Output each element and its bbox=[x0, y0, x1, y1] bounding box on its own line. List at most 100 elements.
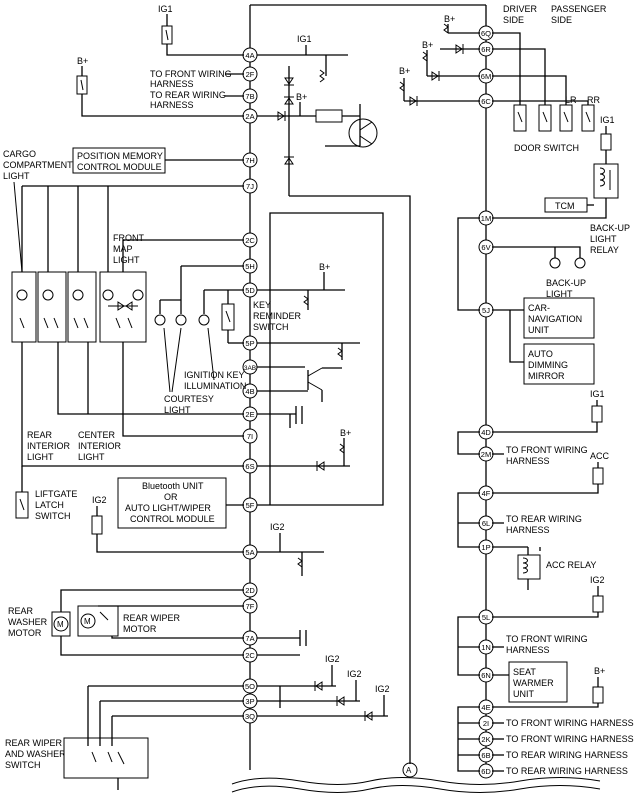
svg-text:SWITCH: SWITCH bbox=[35, 511, 71, 521]
svg-text:6D: 6D bbox=[481, 767, 491, 776]
svg-text:4D: 4D bbox=[481, 428, 491, 437]
svg-text:6V: 6V bbox=[481, 243, 490, 252]
left-pin-5o: 5O bbox=[242, 678, 258, 694]
svg-text:INTERIOR: INTERIOR bbox=[27, 441, 71, 451]
svg-text:TCM: TCM bbox=[555, 201, 575, 211]
svg-text:7I: 7I bbox=[247, 432, 253, 441]
svg-text:REAR WIPER: REAR WIPER bbox=[5, 738, 63, 748]
svg-text:2D: 2D bbox=[245, 586, 255, 595]
right-pin-4f: 4F bbox=[478, 485, 494, 501]
left-pin-7b: 7B bbox=[242, 88, 258, 104]
svg-text:7F: 7F bbox=[246, 602, 255, 611]
liftgate-latch-switch: LIFTGATE LATCH SWITCH bbox=[15, 466, 77, 521]
right-pin-4e: 4E bbox=[478, 699, 494, 715]
svg-text:M: M bbox=[84, 617, 91, 626]
svg-text:LIFTGATE: LIFTGATE bbox=[35, 489, 77, 499]
svg-text:SWITCH: SWITCH bbox=[253, 322, 289, 332]
svg-text:5A: 5A bbox=[245, 548, 254, 557]
svg-text:2C: 2C bbox=[245, 651, 255, 660]
svg-text:TO FRONT WIRING: TO FRONT WIRING bbox=[506, 445, 588, 455]
svg-text:5P: 5P bbox=[245, 339, 254, 348]
right-pin-2i: 2I bbox=[478, 715, 494, 731]
svg-text:B+: B+ bbox=[444, 14, 455, 24]
svg-text:1P: 1P bbox=[481, 543, 490, 552]
svg-text:PASSENGER: PASSENGER bbox=[551, 4, 607, 14]
svg-text:HARNESS: HARNESS bbox=[506, 456, 550, 466]
svg-text:6B: 6B bbox=[481, 751, 490, 760]
svg-text:BACK-UP: BACK-UP bbox=[546, 278, 586, 288]
right-pin-6m: 6M bbox=[478, 68, 494, 84]
left-pin-3p: 3P bbox=[242, 693, 258, 709]
svg-text:LIGHT: LIGHT bbox=[78, 452, 105, 462]
svg-text:2A: 2A bbox=[245, 112, 254, 121]
svg-text:7B: 7B bbox=[245, 92, 254, 101]
svg-text:6L: 6L bbox=[482, 519, 490, 528]
rear-wiper-washer-switch: REAR WIPER AND WASHER SWITCH bbox=[5, 685, 244, 790]
svg-text:FRONT: FRONT bbox=[113, 233, 144, 243]
right-pin-4d: 4D bbox=[478, 424, 494, 440]
left-pin-5p: 5P bbox=[242, 335, 258, 351]
right-pin-6n: 6N bbox=[478, 667, 494, 683]
svg-text:UNIT: UNIT bbox=[513, 689, 534, 699]
svg-text:IG1: IG1 bbox=[297, 34, 312, 44]
svg-text:7A: 7A bbox=[245, 634, 254, 643]
key-reminder-switch: IGNITION KEY ILLUMINATION KEY REMINDER S… bbox=[184, 289, 302, 391]
bluetooth-unit: Bluetooth UNIT OR AUTO LIGHT/WIPER CONTR… bbox=[117, 212, 384, 529]
svg-text:SIDE: SIDE bbox=[503, 15, 524, 25]
to-rear-7b: TO REAR WIRING HARNESS bbox=[150, 90, 244, 110]
relay-driver: B+ bbox=[257, 66, 411, 764]
svg-text:DRIVER: DRIVER bbox=[503, 4, 538, 14]
rear-interior-light: REAR INTERIOR LIGHT bbox=[27, 271, 71, 462]
svg-text:LIGHT: LIGHT bbox=[113, 255, 140, 265]
ig1-4a-feed: IG1 bbox=[257, 34, 348, 83]
svg-text:4E: 4E bbox=[481, 703, 490, 712]
svg-text:1M: 1M bbox=[481, 214, 491, 223]
svg-text:LR: LR bbox=[565, 95, 577, 105]
left-pin-7a: 7A bbox=[242, 630, 258, 646]
light-feeds bbox=[21, 185, 244, 467]
svg-text:Bluetooth UNIT: Bluetooth UNIT bbox=[142, 481, 204, 491]
left-pin-5d: 5D bbox=[242, 282, 258, 298]
svg-text:AUTO LIGHT/WIPER: AUTO LIGHT/WIPER bbox=[125, 503, 211, 513]
door-switch: DRIVER SIDE PASSENGER SIDE LR RR DOOR SW… bbox=[492, 4, 607, 153]
svg-text:B+: B+ bbox=[399, 66, 410, 76]
svg-text:ILLUMINATION: ILLUMINATION bbox=[184, 381, 246, 391]
svg-text:HARNESS: HARNESS bbox=[150, 79, 194, 89]
svg-text:LATCH: LATCH bbox=[35, 500, 64, 510]
svg-text:6C: 6C bbox=[481, 97, 491, 106]
right-pin-6v: 6V bbox=[478, 239, 494, 255]
svg-text:BACK-UP: BACK-UP bbox=[590, 223, 630, 233]
svg-text:2I: 2I bbox=[483, 719, 489, 728]
svg-text:5H: 5H bbox=[245, 262, 255, 271]
svg-text:4F: 4F bbox=[482, 489, 491, 498]
svg-text:IG2: IG2 bbox=[270, 522, 285, 532]
left-pin-6s: 6S bbox=[242, 458, 258, 474]
connector-a: A bbox=[402, 762, 418, 778]
ig1-fuse-top: IG1 bbox=[158, 4, 244, 56]
svg-text:WASHER: WASHER bbox=[8, 617, 48, 627]
svg-text:2K: 2K bbox=[481, 735, 490, 744]
svg-text:IG1: IG1 bbox=[158, 4, 173, 14]
svg-text:KEY: KEY bbox=[253, 300, 271, 310]
svg-text:3Q: 3Q bbox=[245, 712, 255, 721]
svg-text:3P: 3P bbox=[245, 697, 254, 706]
svg-text:2E: 2E bbox=[245, 410, 254, 419]
key-reminder-right: B+ bbox=[257, 262, 360, 402]
svg-text:IG1: IG1 bbox=[600, 115, 615, 125]
position-memory-module: POSITION MEMORY CONTROL MODULE bbox=[72, 147, 244, 174]
svg-text:HARNESS: HARNESS bbox=[506, 525, 550, 535]
svg-text:LIGHT: LIGHT bbox=[27, 452, 54, 462]
left-pins: 4A2F7B2A7H7J2C5H5D5P3AB4B2E7I6S5F5A2D7F7… bbox=[242, 47, 258, 724]
left-pin-2c: 2C bbox=[242, 647, 258, 663]
ig2-5a-feed: IG2 bbox=[257, 522, 324, 576]
svg-text:IG1: IG1 bbox=[590, 389, 605, 399]
svg-text:IG2: IG2 bbox=[92, 495, 107, 505]
svg-text:B+: B+ bbox=[422, 40, 433, 50]
left-pin-2f: 2F bbox=[242, 66, 258, 82]
svg-text:5J: 5J bbox=[482, 306, 490, 315]
backup-light: BACK-UP LIGHT bbox=[492, 246, 586, 299]
svg-text:5D: 5D bbox=[245, 286, 255, 295]
left-pin-2c: 2C bbox=[242, 232, 258, 248]
center-interior-light: CENTER INTERIOR LIGHT bbox=[67, 271, 122, 462]
